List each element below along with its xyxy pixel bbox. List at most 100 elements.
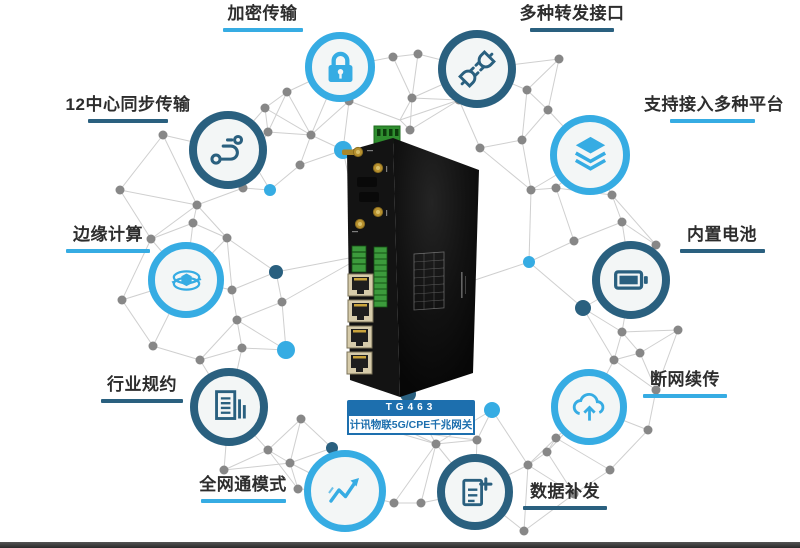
- battery-icon: [608, 257, 654, 303]
- mesh-node-dot-accent: [269, 265, 283, 279]
- mesh-node-dot: [260, 103, 270, 113]
- mesh-node-dot: [232, 315, 242, 325]
- mesh-node-dot: [617, 327, 627, 337]
- route-icon: [205, 127, 251, 173]
- device-side-panel: [393, 138, 479, 397]
- feature-circle-all-network-mode: [304, 450, 386, 532]
- feature-label-edge-computing: 边缘计算: [52, 225, 164, 253]
- mesh-node-dot: [219, 465, 229, 475]
- mesh-node-dot: [277, 297, 287, 307]
- mesh-node-dot: [605, 465, 615, 475]
- mesh-node-dot: [643, 425, 653, 435]
- feature-label-multi-platform-access: 支持接入多种平台: [644, 95, 784, 123]
- feature-circle-built-in-battery: [592, 241, 670, 319]
- antenna-connectors: [342, 146, 384, 230]
- product-model-badge: TG463: [347, 400, 475, 414]
- feature-circle-encrypted-transmission: [305, 32, 375, 102]
- layers-icon: [567, 132, 614, 179]
- mesh-node-dot: [635, 348, 645, 358]
- mesh-node-dot: [651, 385, 661, 395]
- feature-label-data-retransmission: 数据补发: [509, 482, 621, 510]
- label-underline: [222, 28, 303, 32]
- device-side-label-mark: [465, 276, 466, 294]
- label-underline: [669, 119, 755, 123]
- feature-label-all-network-mode: 全网通模式: [182, 475, 304, 503]
- mesh-node-dot: [148, 341, 158, 351]
- label-underline: [679, 249, 765, 253]
- mesh-node-dot: [388, 52, 398, 62]
- mesh-node-dot: [609, 355, 619, 365]
- mesh-node-dot: [416, 498, 426, 508]
- device-side-markings: [413, 251, 445, 311]
- label-underline: [200, 499, 286, 503]
- mesh-node-dot: [673, 325, 683, 335]
- feature-label-multi-center-sync: 12中心同步传输: [60, 95, 196, 123]
- edge-computing-icon: [164, 258, 209, 303]
- feature-circle-edge-computing: [148, 242, 224, 318]
- feature-label-resume-transfer: 断网续传: [629, 370, 741, 398]
- mesh-node-dot: [407, 93, 417, 103]
- mesh-node-dot: [306, 130, 316, 140]
- mesh-dots: [115, 49, 683, 536]
- mesh-node-dot: [389, 498, 399, 508]
- mesh-node-dot: [188, 218, 198, 228]
- mesh-node-dot-accent: [484, 402, 500, 418]
- label-underline: [66, 249, 150, 253]
- mesh-node-dot: [117, 295, 127, 305]
- document-report-icon: [206, 384, 252, 430]
- mesh-node-dot: [569, 236, 579, 246]
- feature-circle-resume-transfer: [551, 369, 627, 445]
- mesh-node-dot: [222, 233, 232, 243]
- mesh-node-dot-accent: [575, 300, 591, 316]
- mesh-node-dot: [413, 49, 423, 59]
- mesh-node-dot: [263, 445, 273, 455]
- vent-grilles: [352, 150, 388, 233]
- label-underline: [523, 506, 607, 510]
- mesh-node-dot: [542, 447, 552, 457]
- feature-label-multi-forward-interface: 多种转发接口: [512, 4, 632, 32]
- mesh-node-dot: [295, 160, 305, 170]
- mesh-node-dot: [554, 54, 564, 64]
- mesh-node-dot: [551, 183, 561, 193]
- feature-circle-industry-protocol: [190, 368, 268, 446]
- mesh-node-dot: [607, 190, 617, 200]
- mesh-node-dot: [523, 460, 533, 470]
- mesh-node-dot: [519, 526, 529, 536]
- feature-circle-multi-forward-interface: [438, 30, 516, 108]
- mesh-node-dot: [227, 285, 237, 295]
- mesh-node-dot: [263, 127, 273, 137]
- mesh-node-dot-accent: [523, 256, 535, 268]
- feature-circle-data-retransmission: [437, 454, 513, 530]
- mesh-node-dot: [569, 489, 579, 499]
- mesh-node-dot: [146, 234, 156, 244]
- feature-circle-multi-platform-access: [550, 115, 630, 195]
- mesh-node-dot: [472, 435, 482, 445]
- mesh-node-dot: [282, 87, 292, 97]
- mesh-node-dot: [237, 343, 247, 353]
- label-underline: [101, 399, 183, 403]
- product-name-badge: 计讯物联5G/CPE千兆网关: [347, 414, 475, 435]
- mesh-node-dot: [293, 484, 303, 494]
- product-badge: TG463 计讯物联5G/CPE千兆网关: [347, 400, 475, 435]
- feature-label-encrypted-transmission: 加密传输: [210, 4, 315, 32]
- plug-icon: [454, 46, 500, 92]
- mesh-node-dot: [651, 240, 661, 250]
- feature-circle-multi-center-sync: [189, 111, 267, 189]
- ethernet-ports: [346, 273, 374, 375]
- bottom-edge-strip: [0, 542, 800, 548]
- label-underline: [530, 28, 614, 32]
- mesh-node-dot: [617, 217, 627, 227]
- terminal-strips: [351, 245, 388, 308]
- mesh-node-dot: [195, 355, 205, 365]
- mesh-node-dot: [543, 105, 553, 115]
- device-side-label-mark: [461, 272, 463, 298]
- mesh-node-dot: [522, 85, 532, 95]
- mesh-node-dot: [296, 414, 306, 424]
- cloud-upload-icon: [567, 385, 612, 430]
- feature-label-industry-protocol: 行业规约: [86, 375, 198, 403]
- network-chart-icon: [321, 467, 369, 515]
- mesh-node-dot: [475, 143, 485, 153]
- mesh-node-dot: [551, 433, 561, 443]
- document-plus-icon: [453, 470, 498, 515]
- label-underline: [643, 394, 727, 398]
